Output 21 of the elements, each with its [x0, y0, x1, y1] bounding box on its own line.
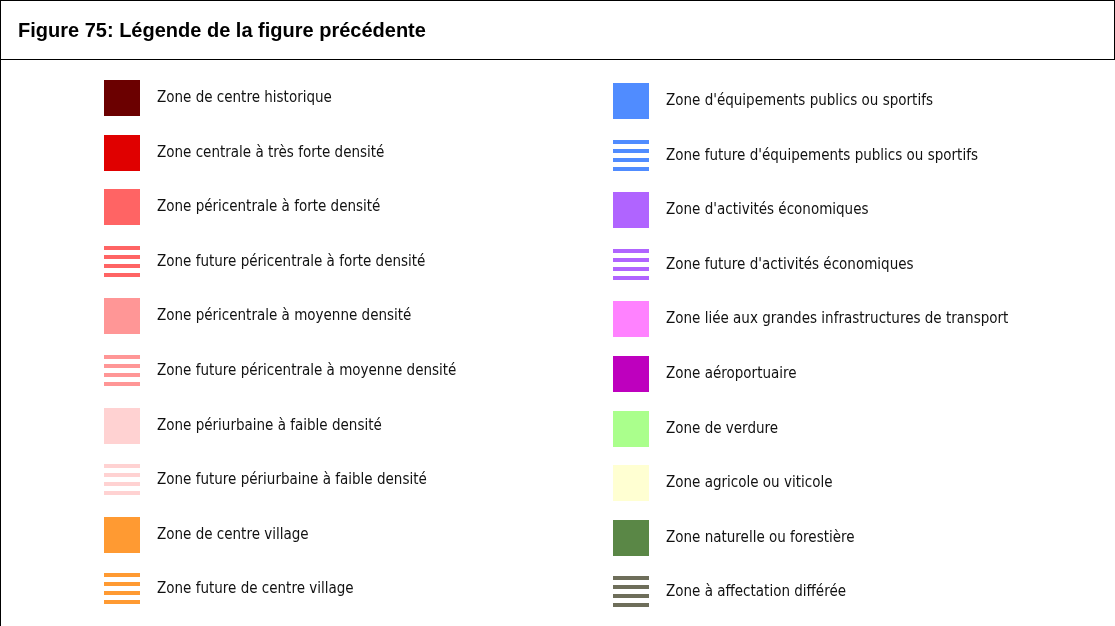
legend-label: Zone de verdure: [666, 418, 779, 437]
legend-label: Zone agricole ou viticole: [666, 473, 833, 492]
legend-label: Zone de centre village: [157, 524, 309, 543]
legend-label: Zone future d'activités économiques: [666, 254, 914, 273]
legend-label: Zone périurbaine à faible densité: [157, 415, 382, 434]
legend-label: Zone d'activités économiques: [666, 200, 869, 219]
legend-label: Zone à affectation différée: [666, 582, 847, 601]
legend-label: Zone liée aux grandes infrastructures de transport: [666, 309, 1009, 328]
legend-label: Zone centrale à très forte densité: [157, 142, 385, 161]
legend-label: Zone péricentrale à forte densité: [157, 197, 381, 216]
legend-label: Zone future péricentrale à forte densité: [157, 251, 426, 270]
legend-label: Zone future d'équipements publics ou sportifs: [666, 145, 978, 164]
legend-label: Zone future périurbaine à faible densité: [157, 470, 427, 489]
legend-label: Zone de centre historique: [157, 88, 332, 106]
legend-label: Zone future péricentrale à moyenne densité: [157, 361, 457, 379]
legend-label: Zone d'équipements publics ou sportifs: [666, 91, 933, 109]
legend-label: Zone péricentrale à moyenne densité: [157, 306, 412, 325]
figure-title: Figure 75: Légende de la figure précédente: [18, 19, 426, 42]
legend-label: Zone future de centre village: [157, 579, 354, 598]
legend-label: Zone aéroportuaire: [666, 364, 797, 382]
legend-label: Zone naturelle ou forestière: [666, 527, 855, 546]
